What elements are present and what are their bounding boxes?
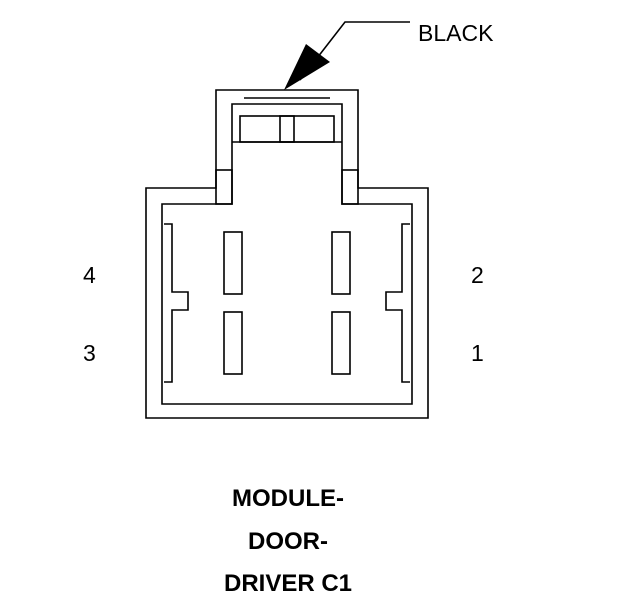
title-line-3: DRIVER C1 — [224, 570, 352, 597]
callout-arrow — [284, 21, 410, 90]
pin-label-4: 4 — [83, 262, 96, 288]
title-line-2: DOOR- — [248, 528, 328, 555]
terminal-cavity-4 — [223, 231, 243, 295]
right-key — [385, 223, 410, 383]
left-key — [164, 223, 189, 383]
connector-body — [145, 89, 429, 419]
title-line-1: MODULE- — [232, 485, 344, 512]
terminal-cavity-3 — [223, 311, 243, 375]
terminal-cavity-2 — [331, 231, 351, 295]
pin-label-1: 1 — [471, 340, 484, 366]
pin-label-2: 2 — [471, 262, 484, 288]
terminal-cavity-1 — [331, 311, 351, 375]
color-label: BLACK — [418, 20, 494, 46]
pin-label-3: 3 — [83, 340, 96, 366]
